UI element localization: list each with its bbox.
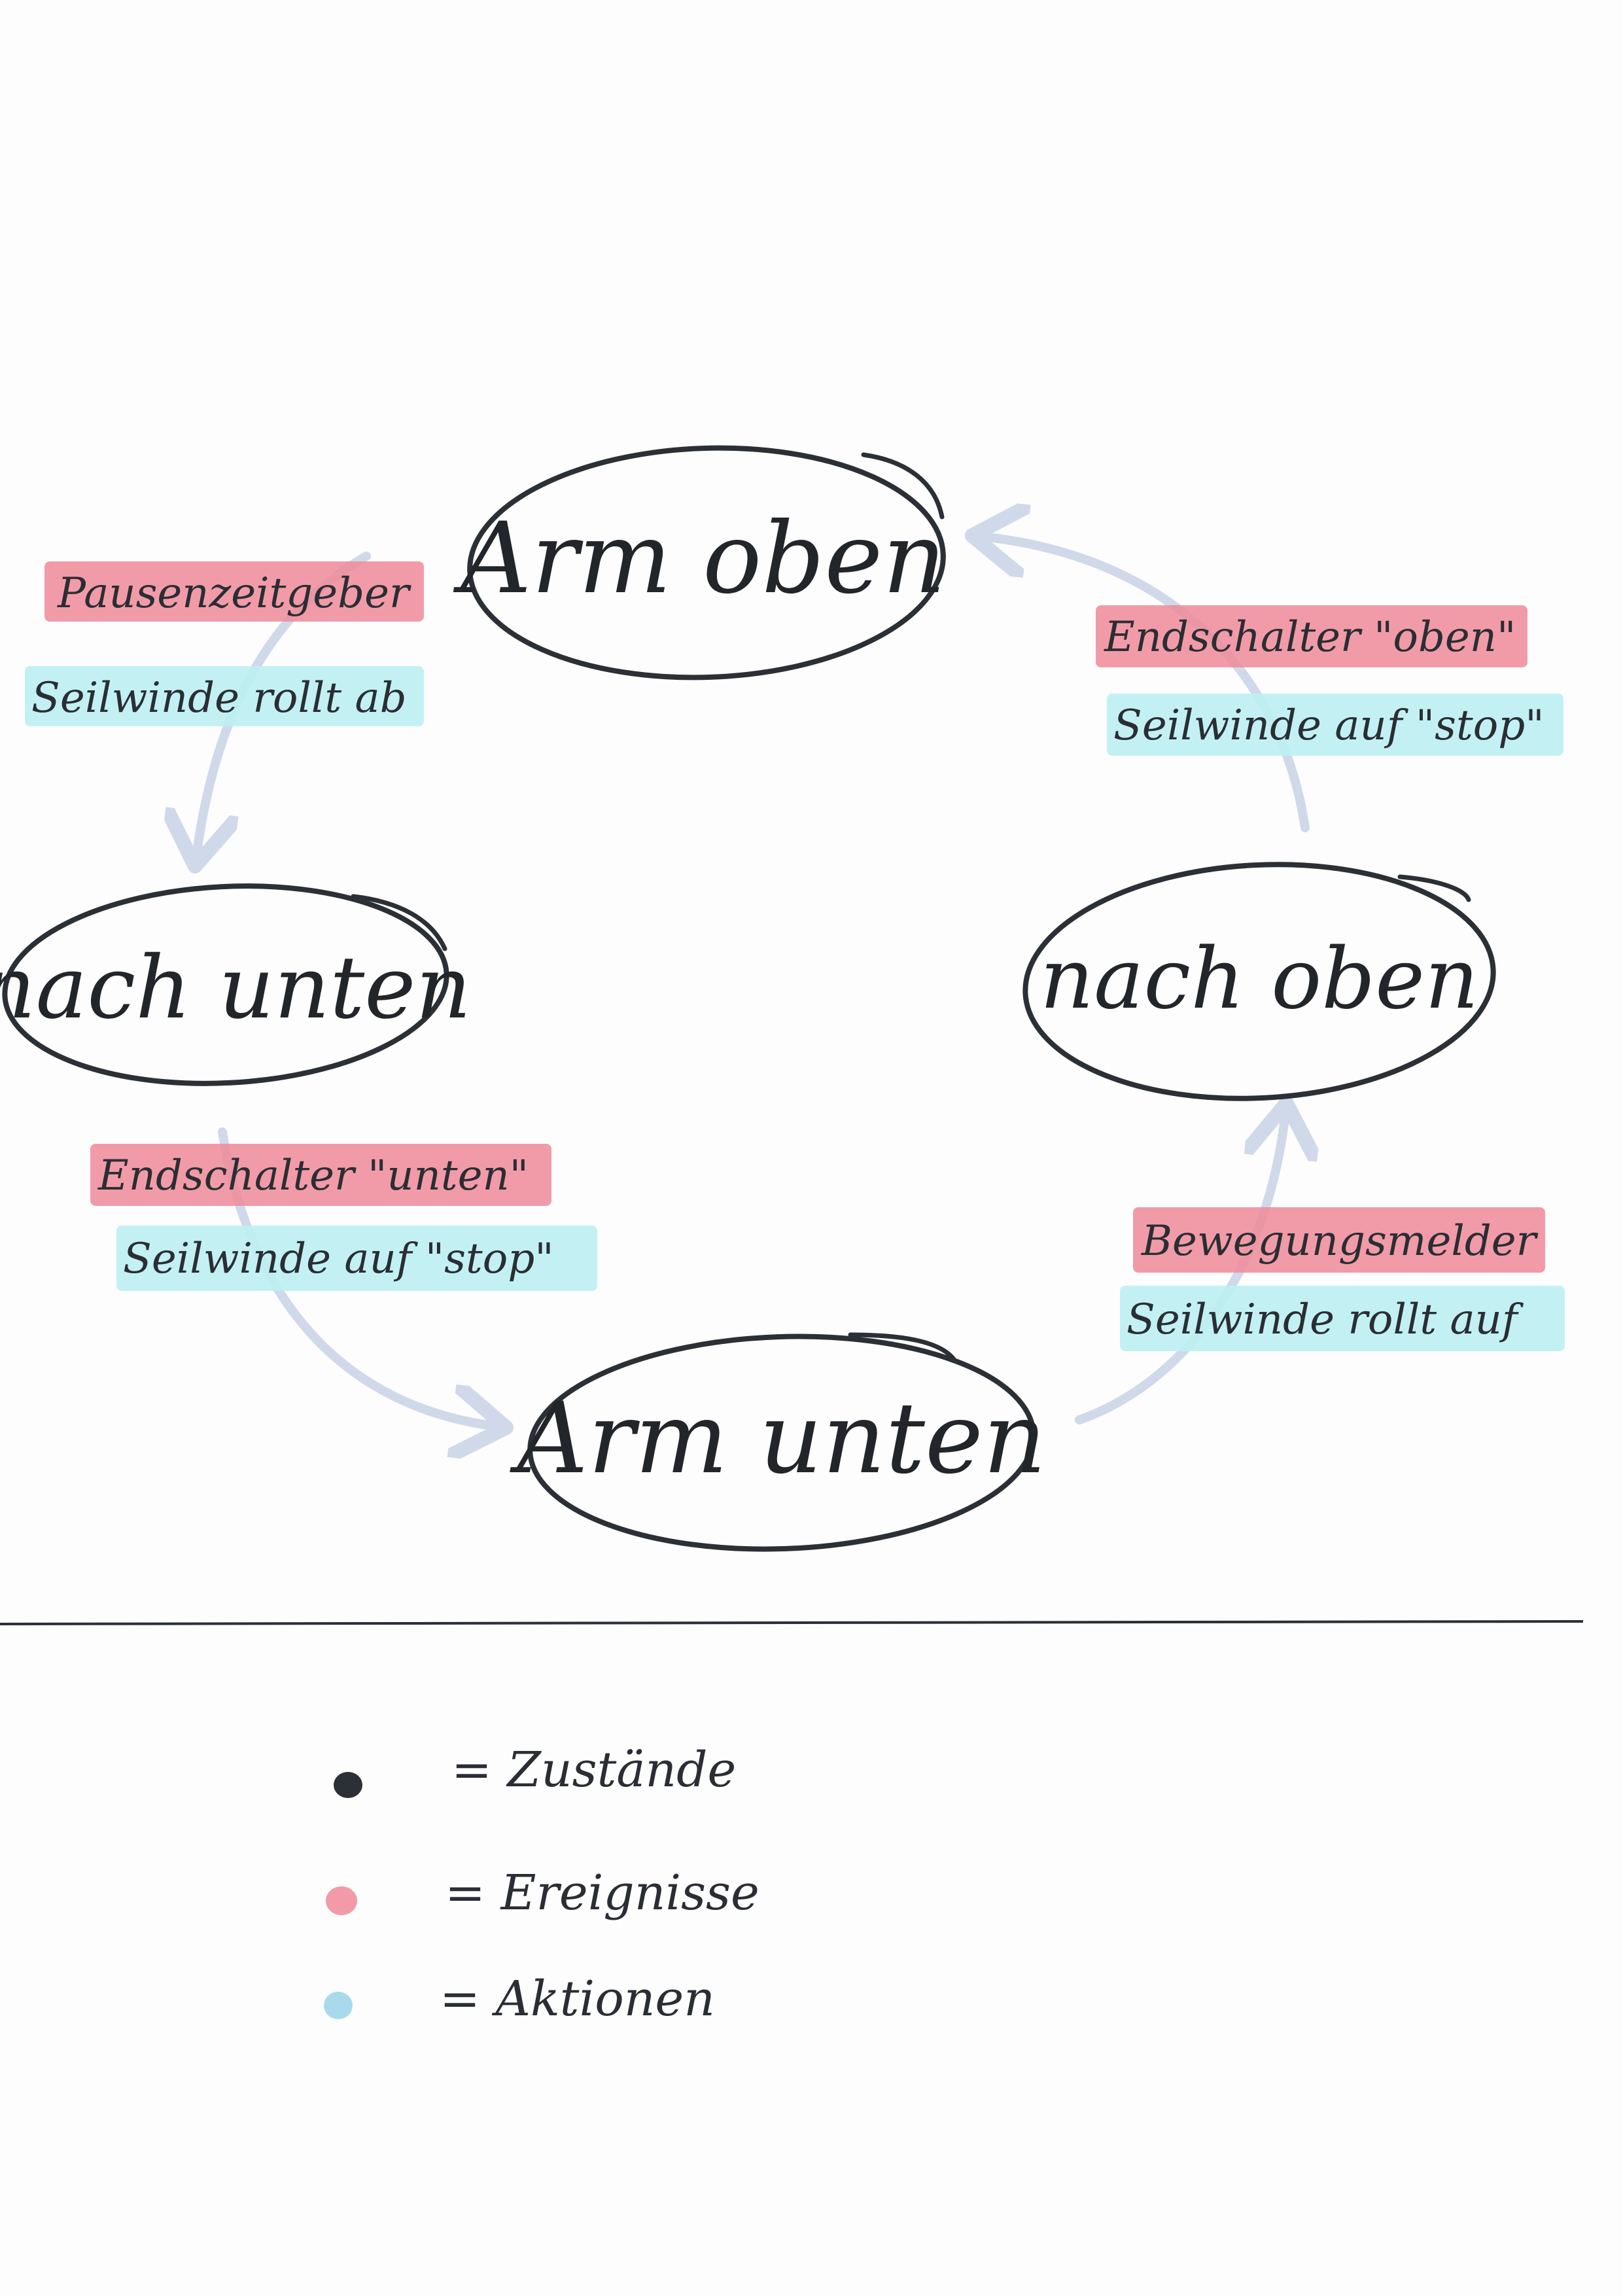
legend-label-actions: = Aktionen: [440, 1971, 715, 2027]
event-highlight: [44, 561, 424, 622]
state-ellipse: [527, 1333, 1036, 1552]
transition-label-top-right: Endschalter "oben" Seilwinde auf "stop": [1096, 605, 1563, 756]
legend-dot-states: [334, 1772, 362, 1798]
action-label: Seilwinde rollt auf: [1126, 1296, 1524, 1344]
legend: = Zustände = Ereignisse = Aktionen: [324, 1742, 759, 2027]
event-highlight: [1096, 605, 1527, 667]
legend-item-states: = Zustände: [334, 1742, 736, 1798]
ellipse-overstroke: [1397, 874, 1471, 902]
event-label: Pausenzeitgeber: [57, 569, 411, 618]
state-nach-unten: nach unten: [0, 883, 471, 1086]
legend-item-actions: = Aktionen: [324, 1971, 715, 2027]
ellipse-overstroke: [861, 452, 945, 520]
event-highlight: [90, 1144, 551, 1206]
event-label: Endschalter "unten": [97, 1152, 529, 1200]
action-label: Seilwinde rollt ab: [31, 674, 407, 722]
transition-label-bottom-right: Bewegungsmelder Seilwinde rollt auf: [1120, 1207, 1565, 1351]
action-highlight: [1120, 1286, 1565, 1351]
action-highlight: [116, 1226, 597, 1291]
event-highlight: [1133, 1207, 1545, 1273]
state-ellipse: [1022, 862, 1496, 1101]
state-ellipse: [467, 445, 946, 680]
state-nach-oben: nach oben: [1022, 862, 1496, 1101]
legend-item-events: = Ereignisse: [326, 1865, 759, 1921]
state-arm-oben: Arm oben: [453, 445, 946, 680]
legend-label-states: = Zustände: [451, 1742, 736, 1798]
state-label: nach unten: [0, 938, 471, 1038]
action-label: Seilwinde auf "stop": [123, 1235, 554, 1283]
action-highlight: [25, 666, 424, 726]
ellipse-overstroke: [351, 894, 447, 951]
state-arm-unten: Arm unten: [510, 1332, 1047, 1552]
legend-dot-events: [326, 1886, 357, 1915]
event-label: Endschalter "oben": [1104, 613, 1516, 662]
arrow-nach-oben-to-arm-oben: [981, 537, 1310, 832]
state-label: nach oben: [1040, 930, 1479, 1028]
state-label: Arm oben: [453, 502, 946, 616]
legend-dot-actions: [324, 1992, 353, 2019]
action-highlight: [1107, 694, 1563, 756]
action-label: Seilwinde auf "stop": [1113, 701, 1544, 750]
state-label: Arm unten: [510, 1382, 1047, 1496]
transition-label-bottom-left: Endschalter "unten" Seilwinde auf "stop": [90, 1144, 597, 1291]
state-ellipse: [2, 883, 449, 1086]
ellipse-overstroke: [848, 1332, 958, 1364]
divider-line: [0, 1620, 1584, 1625]
event-label: Bewegungsmelder: [1141, 1217, 1539, 1265]
legend-label-events: = Ereignisse: [445, 1865, 759, 1921]
transition-label-top-left: Pausenzeitgeber Seilwinde rollt ab: [25, 561, 424, 726]
